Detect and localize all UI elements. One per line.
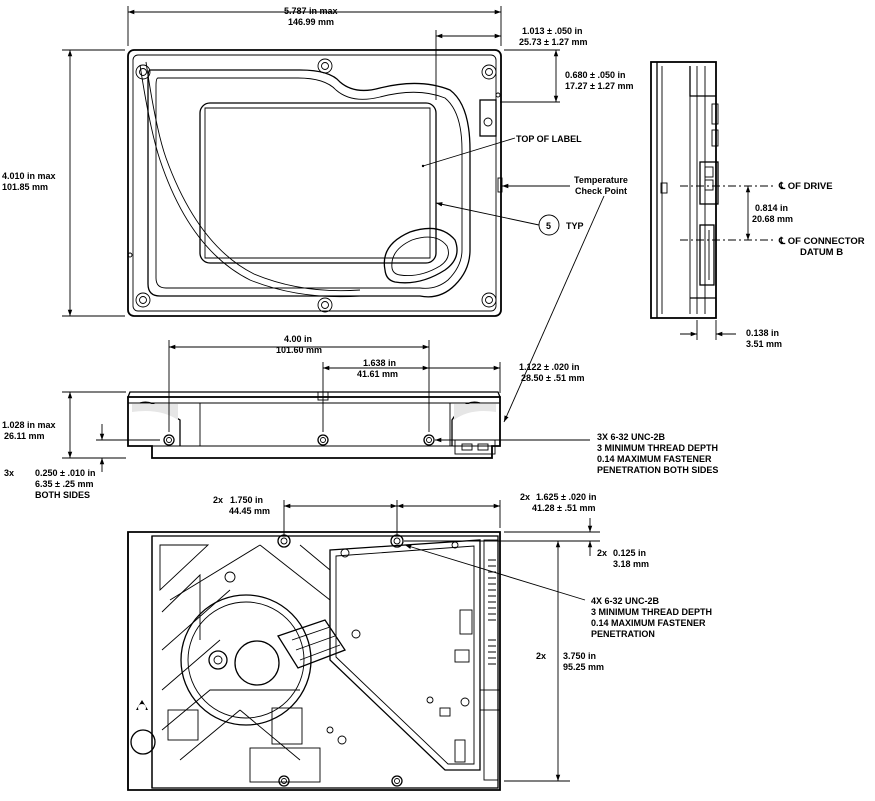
width-in: 4.010 in max	[2, 171, 56, 181]
hole-pitch-in: 1.638 in	[363, 358, 396, 368]
side-offset-mm: 3.51 mm	[746, 339, 782, 349]
temp-offset-x-in: 1.013 ± .050 in	[522, 26, 582, 36]
thread-note-line: PENETRATION BOTH SIDES	[597, 465, 718, 475]
end-view	[650, 61, 776, 340]
edge-offset-prefix: 2x	[597, 548, 607, 558]
top-of-label-text: TOP OF LABEL	[516, 134, 582, 144]
thread-note-line: 4X 6-32 UNC-2B	[591, 596, 660, 606]
thread-note-line: 3X 6-32 UNC-2B	[597, 432, 666, 442]
temp-offset-x-mm: 25.73 ± 1.27 mm	[519, 37, 587, 47]
height-mm: 26.11 mm	[4, 431, 45, 441]
width-mm: 101.85 mm	[2, 182, 48, 192]
length-in: 5.787 in max	[284, 6, 338, 16]
end-offset-in: 1.122 ± .020 in	[519, 362, 579, 372]
top-view	[62, 6, 605, 423]
hole-height-note: BOTH SIDES	[35, 490, 90, 500]
top-label-area	[199, 102, 437, 264]
hole-pitch-mm: 41.61 mm	[357, 369, 398, 379]
hole-span-y-prefix: 2x	[536, 651, 546, 661]
thread-note-line: 0.14 MAXIMUM FASTENER	[591, 618, 706, 628]
thread-note-line: 0.14 MAXIMUM FASTENER	[597, 454, 712, 464]
edge-offset-in: 0.125 in	[613, 548, 646, 558]
thread-note-line: PENETRATION	[591, 629, 655, 639]
hole-x2-in: 1.625 ± .020 in	[536, 492, 596, 502]
hole-height-in: 0.250 ± .010 in	[35, 468, 95, 478]
end-offset-mm: 28.50 ± .51 mm	[521, 373, 584, 383]
cl-drive-label: ℄ OF DRIVE	[778, 181, 833, 192]
connector-offset-in: 0.814 in	[755, 203, 788, 213]
hole-height-mm: 6.35 ± .25 mm	[35, 479, 93, 489]
cl-connector-label: ℄ OF CONNECTOR	[778, 236, 865, 247]
hole-x2-prefix: 2x	[520, 492, 530, 502]
side-view	[62, 340, 590, 472]
side-offset-in: 0.138 in	[746, 328, 779, 338]
temp-offset-y-in: 0.680 ± .050 in	[565, 70, 625, 80]
datum-label: DATUM B	[800, 247, 843, 258]
thread-note-line: 3 MINIMUM THREAD DEPTH	[597, 443, 718, 453]
temp-check-line1: Temperature	[574, 175, 628, 185]
callout-number: 5	[546, 221, 551, 231]
temp-offset-y-mm: 17.27 ± 1.27 mm	[565, 81, 633, 91]
height-in: 1.028 in max	[2, 420, 56, 430]
temp-check-line2: Check Point	[575, 186, 627, 196]
hole-span-y-in: 3.750 in	[563, 651, 596, 661]
dimension-labels: 5.787 in max 146.99 mm 1.013 ± .050 in 2…	[2, 6, 865, 672]
hole-x1-in: 1.750 in	[230, 495, 263, 505]
connector-offset-mm: 20.68 mm	[752, 214, 793, 224]
callout-typ: TYP	[566, 221, 584, 231]
hole-height-prefix: 3x	[4, 468, 14, 478]
hole-span-y-mm: 95.25 mm	[563, 662, 604, 672]
hole-x2-mm: 41.28 ± .51 mm	[532, 503, 595, 513]
hole-span-in: 4.00 in	[284, 334, 312, 344]
edge-offset-mm: 3.18 mm	[613, 559, 649, 569]
hole-x1-mm: 44.45 mm	[229, 506, 270, 516]
bottom-view	[127, 500, 600, 791]
hole-x1-prefix: 2x	[213, 495, 223, 505]
length-mm: 146.99 mm	[288, 17, 334, 27]
thread-note-line: 3 MINIMUM THREAD DEPTH	[591, 607, 712, 617]
hole-span-mm: 101.60 mm	[276, 345, 322, 355]
